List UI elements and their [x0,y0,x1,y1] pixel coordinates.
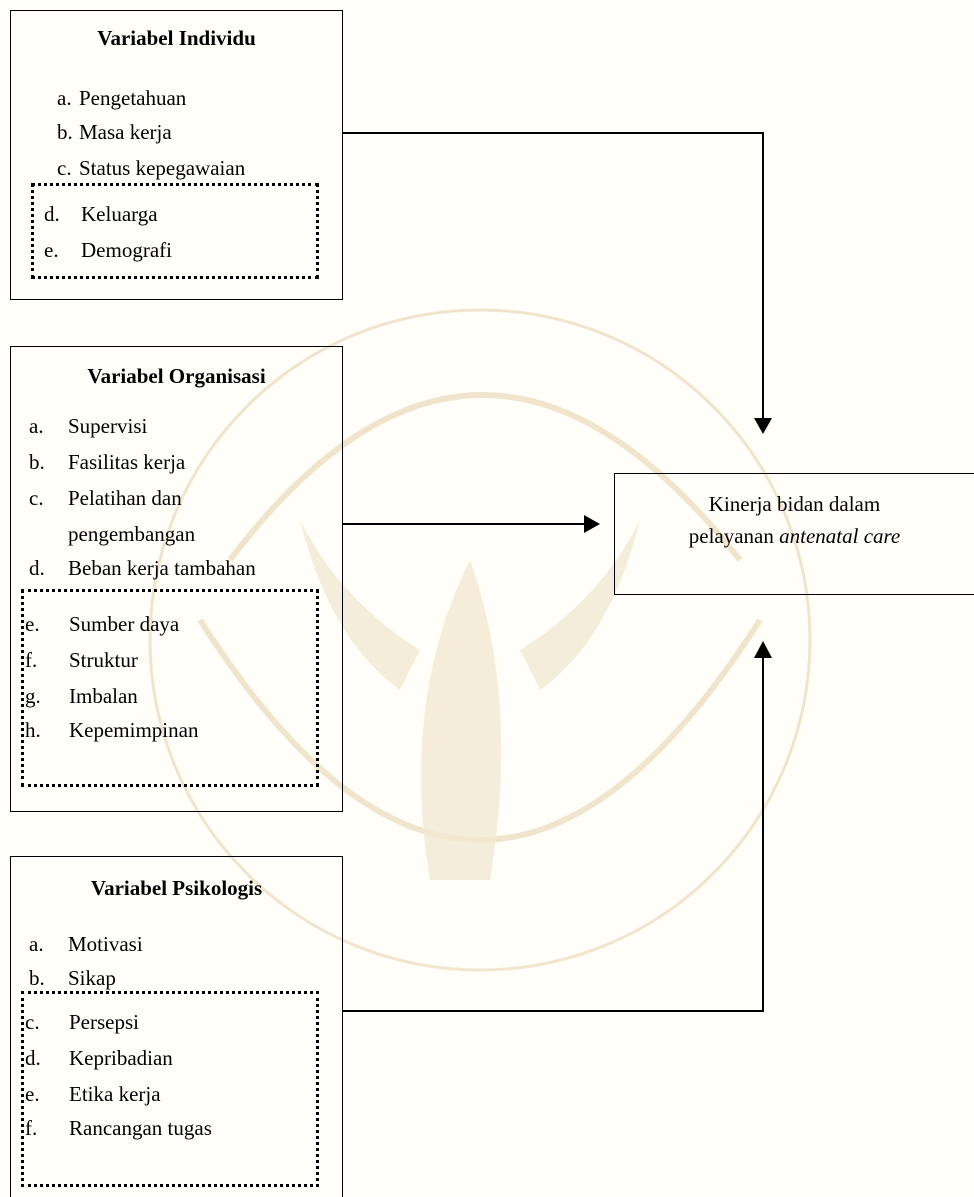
kinerja-line-2: pelayanan antenatal care [688,524,901,548]
arrowhead-right [584,515,600,533]
organisasi-title: Variabel Organisasi [87,364,266,388]
individu-other-variables-group [31,183,319,279]
kinerja-bidan-text: Kinerja bidan dalam pelayanan antenatal … [615,488,974,552]
psikologis-other-variables-group [21,991,319,1187]
psikologis-title: Variabel Psikologis [90,876,263,900]
kinerja-bidan-box: Kinerja bidan dalam pelayanan antenatal … [614,473,974,595]
psikologis-connector [343,658,764,1012]
individu-connector [343,132,764,418]
kinerja-line-1: Kinerja bidan dalam [708,492,881,516]
individu-title: Variabel Individu [97,26,256,50]
organisasi-other-variables-group [21,589,319,787]
arrowhead-down [754,418,772,434]
individu-box: Variabel Individu a.Pengetahuan b.Masa k… [10,10,343,300]
organisasi-box: Variabel Organisasi a.Supervisi b.Fasili… [10,346,343,812]
psikologis-box: Variabel Psikologis a.Motivasi b.Sikap c… [10,856,343,1197]
arrowhead-up [754,641,772,658]
